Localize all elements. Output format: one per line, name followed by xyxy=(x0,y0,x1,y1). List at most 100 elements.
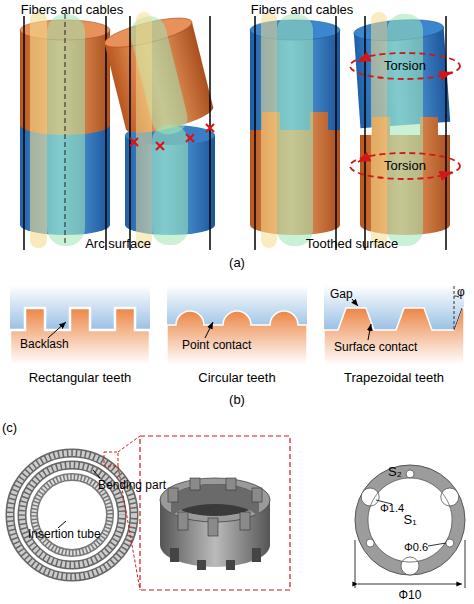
area-symbol: S₁ xyxy=(403,512,416,527)
toothed-joint-straight-part xyxy=(261,12,277,248)
toothed-ring-part-part xyxy=(240,512,250,530)
torsion-label: Torsion xyxy=(384,58,426,73)
arc-joint-bent xyxy=(101,6,217,250)
arc-joint-bent-part-part xyxy=(206,124,214,132)
teeth-type-caption: Rectangular teeth xyxy=(29,370,132,385)
cross-section-part xyxy=(355,465,465,575)
coiled-tube-part xyxy=(10,453,134,577)
arc-joint-straight-part xyxy=(30,12,47,248)
toothed-joint-torsion-part xyxy=(350,53,460,79)
cross-section-part xyxy=(368,478,452,562)
arc-joint-bent-part xyxy=(101,6,217,144)
arc-joint-straight-part xyxy=(65,14,66,246)
subfigure-caption: Toothed surface xyxy=(306,236,399,251)
toothed-ring-part-part xyxy=(168,488,178,502)
circular-teeth-sketch-part xyxy=(167,311,307,365)
toothed-ring-part-part xyxy=(226,560,235,570)
feature-label: Backlash xyxy=(20,337,69,352)
coiled-tube-part xyxy=(10,453,134,577)
subfigure-caption: Arc surface xyxy=(85,236,151,251)
cross-section-part-part xyxy=(406,470,414,478)
toothed-ring-part-part xyxy=(170,548,179,562)
toothed-joint-straight-part xyxy=(277,14,313,246)
trapezoidal-teeth-sketch-part xyxy=(454,308,462,330)
arc-joint-bent-part xyxy=(136,12,152,248)
rectangular-teeth-sketch xyxy=(10,285,150,365)
toothed-joint-torsion-part xyxy=(358,156,370,162)
circular-teeth-sketch-part xyxy=(167,285,307,365)
coiled-tube xyxy=(10,436,290,590)
panel-label: (c) xyxy=(2,420,17,435)
toothed-joint-torsion xyxy=(350,12,460,250)
torsion-label: Torsion xyxy=(384,158,426,173)
toothed-ring-part-part xyxy=(178,512,188,530)
feature-label: Point contact xyxy=(182,338,251,353)
toothed-ring-part xyxy=(160,478,270,522)
coiled-tube-part xyxy=(118,436,140,452)
toothed-ring-part-part xyxy=(208,518,218,536)
teeth-type-caption: Trapezoidal teeth xyxy=(344,370,444,385)
panel-label: (a) xyxy=(229,255,245,270)
cable-label: Fibers and cables xyxy=(21,2,124,17)
rectangular-teeth-sketch-part xyxy=(10,308,150,365)
toothed-joint-torsion-part xyxy=(371,12,387,248)
dimension-label: Φ10 xyxy=(399,588,422,603)
trapezoidal-teeth-sketch-part xyxy=(324,308,464,365)
arc-joint-straight-part xyxy=(47,14,85,246)
cable-label: Fibers and cables xyxy=(251,2,354,17)
coiled-tube-part xyxy=(104,452,118,466)
arc-joint-straight-part xyxy=(23,16,25,250)
toothed-joint-torsion-part xyxy=(350,153,460,179)
panel-label: (b) xyxy=(229,392,245,407)
arc-joint-bent-part-part xyxy=(156,142,164,150)
cross-section-part-part xyxy=(361,488,379,506)
toothed-joint-torsion-part xyxy=(358,56,370,62)
cross-section-part-part xyxy=(441,488,459,506)
rectangular-teeth-sketch-part xyxy=(48,322,66,338)
toothed-joint-straight xyxy=(250,12,340,250)
toothed-ring-part-part xyxy=(226,478,236,490)
toothed-joint-torsion-part xyxy=(387,14,423,246)
toothed-ring-part xyxy=(170,548,261,570)
toothed-ring xyxy=(160,478,270,570)
toothed-ring-part-part xyxy=(252,548,261,562)
circular-teeth-sketch-part xyxy=(205,322,213,338)
arc-joint-bent-part xyxy=(129,16,131,250)
cross-section-part xyxy=(358,584,462,585)
cross-section-part xyxy=(355,540,356,588)
toothed-ring-part-part xyxy=(190,478,200,490)
toothed-joint-torsion-part xyxy=(445,16,447,250)
feature-label: Gap xyxy=(330,287,353,302)
trapezoidal-teeth-sketch-part xyxy=(454,286,455,330)
toothed-joint-torsion-part xyxy=(440,72,452,76)
arc-joint-bent-part-part xyxy=(130,138,138,146)
feature-label: Surface contact xyxy=(334,340,417,355)
rectangular-teeth-sketch-part xyxy=(10,285,150,365)
cross-section-part xyxy=(465,540,466,588)
arc-joint-bent-part xyxy=(209,16,211,250)
trapezoidal-teeth-sketch-part xyxy=(352,299,358,306)
coiled-tube-part xyxy=(93,470,100,478)
dimension-label: Φ1.4 xyxy=(380,501,404,516)
trapezoidal-teeth-sketch-part xyxy=(324,285,464,365)
coiled-tube-part xyxy=(140,436,290,590)
area-symbol: S₂ xyxy=(388,464,402,479)
toothed-ring-part xyxy=(168,478,262,536)
cross-section-part-part xyxy=(401,557,419,575)
arc-joint-straight xyxy=(20,12,110,250)
arc-joint-bent-part xyxy=(130,124,214,150)
teeth-type-caption: Circular teeth xyxy=(198,370,275,385)
toothed-ring-part-part xyxy=(197,560,206,570)
cross-section-part xyxy=(361,470,459,575)
toothed-joint-torsion-part xyxy=(364,16,366,250)
part-label: Insertion tube xyxy=(28,527,101,542)
cross-section-part xyxy=(428,543,446,546)
trapezoidal-teeth-sketch-part xyxy=(368,324,371,340)
toothed-ring-part-part xyxy=(252,488,262,502)
arc-joint-bent-part-part xyxy=(186,134,194,142)
dimension-label: Φ0.6 xyxy=(404,540,428,555)
angle-symbol: φ xyxy=(457,285,465,300)
toothed-joint-straight-part xyxy=(335,16,337,250)
arc-joint-bent-part xyxy=(152,125,188,245)
